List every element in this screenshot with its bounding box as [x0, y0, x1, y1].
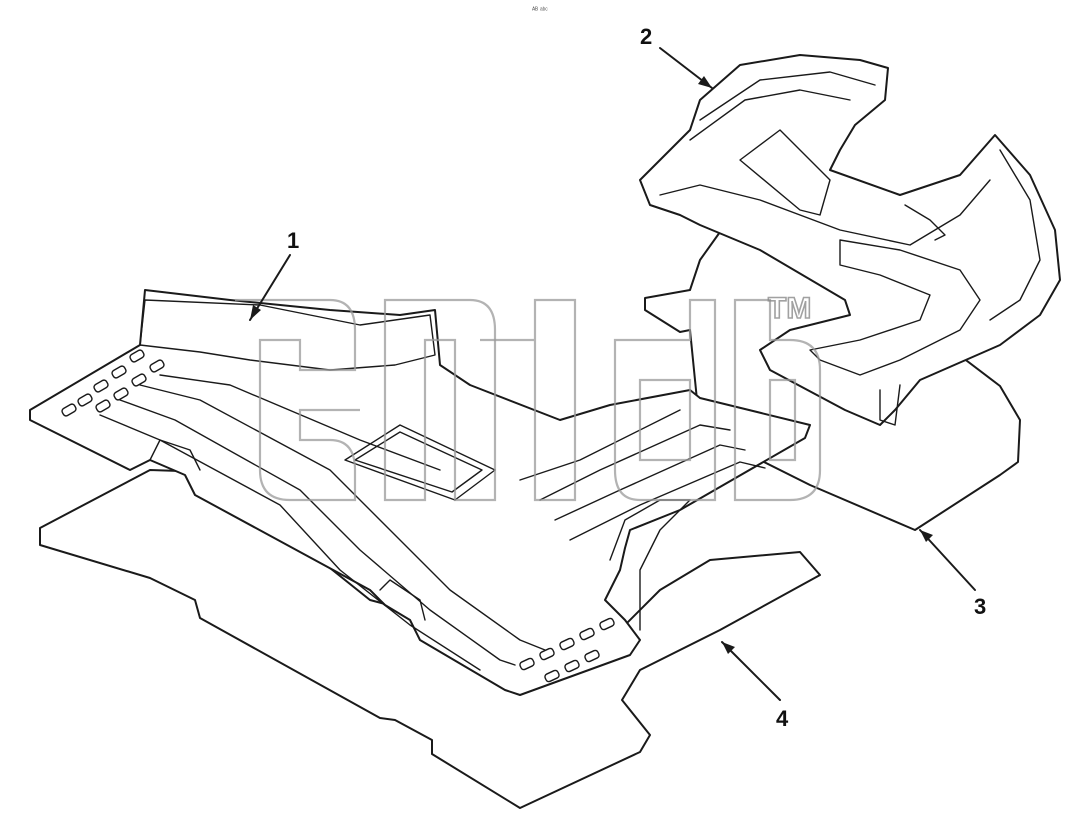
callout-1: 1 — [287, 228, 299, 253]
callout-3: 3 — [974, 594, 986, 619]
grip-pads-left — [61, 349, 165, 417]
trademark-symbol: TM — [768, 292, 811, 325]
leader-lines — [249, 47, 976, 701]
header-mark: ᴬᴮ ᵃᵇᶜ — [531, 6, 548, 14]
callout-4: 4 — [776, 706, 789, 731]
part-1-front-molded-mat — [29, 289, 811, 696]
watermark-logo: TM — [235, 291, 822, 502]
callout-2: 2 — [640, 24, 652, 49]
part-2-rear-molded-mat — [639, 54, 1061, 426]
grip-pads-right — [519, 617, 615, 683]
